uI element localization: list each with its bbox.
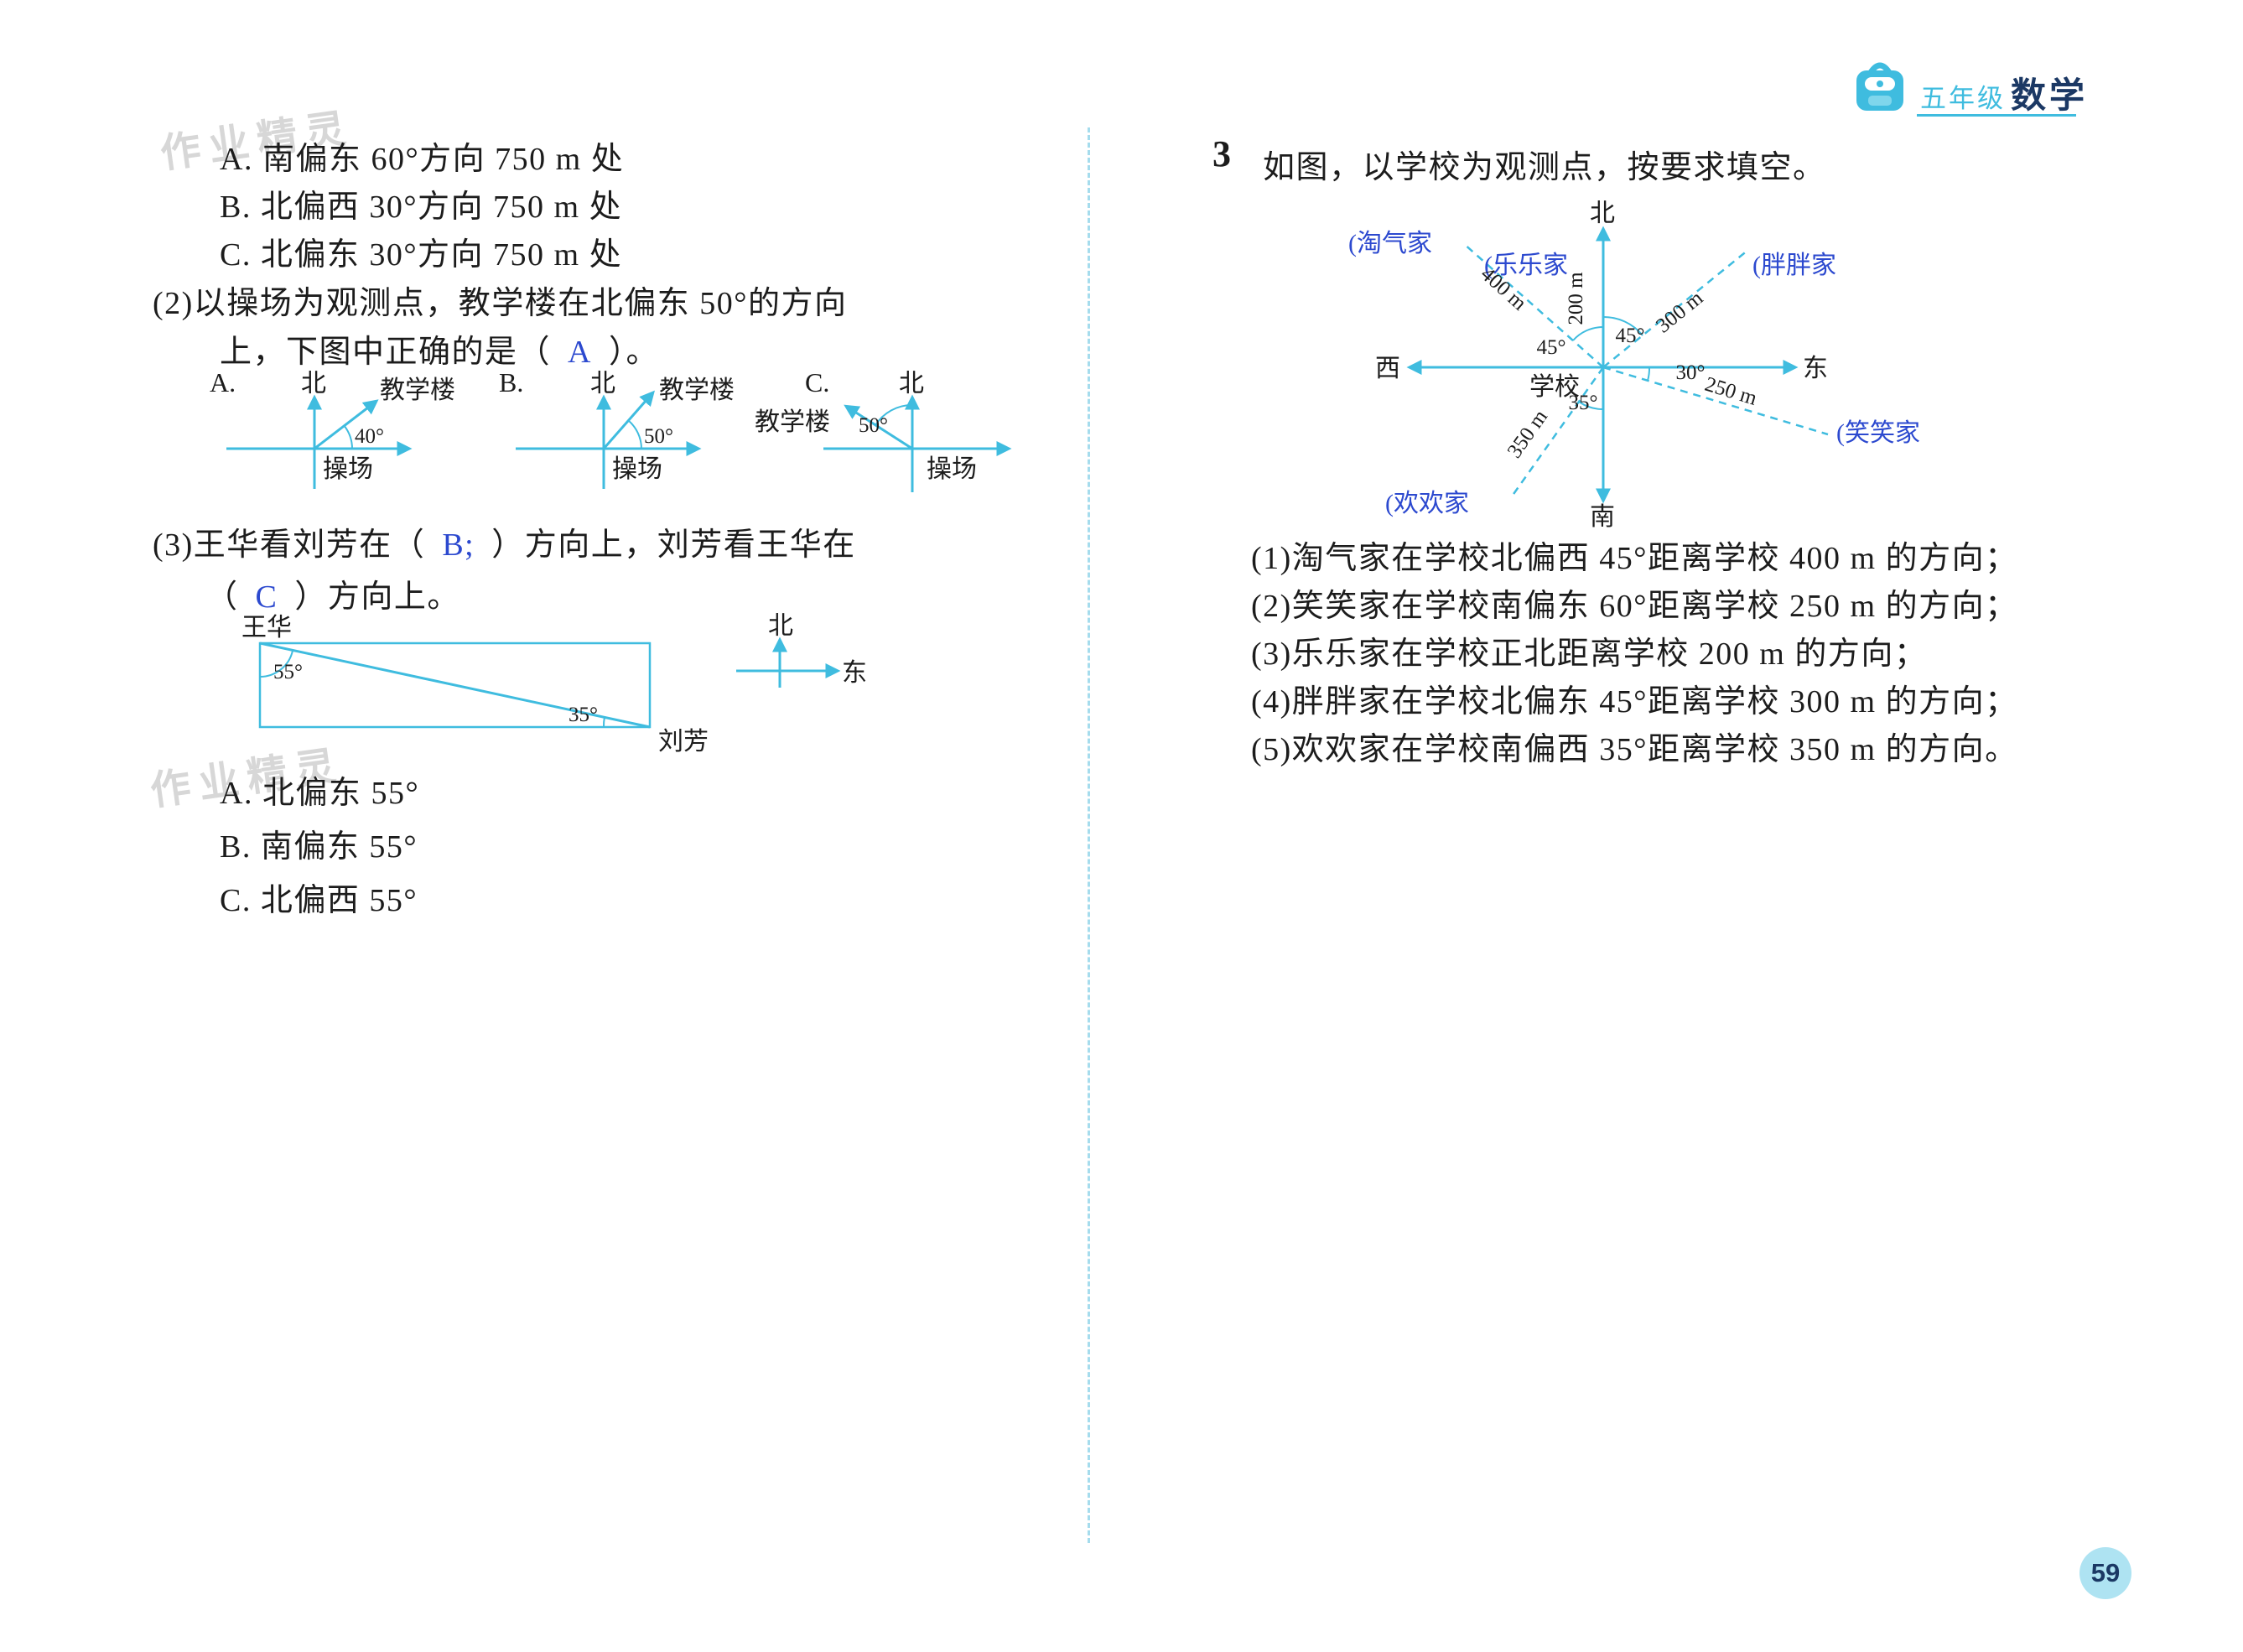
angle-se-label: 30° — [1676, 361, 1706, 384]
east-label: 东 — [842, 659, 867, 687]
north-label: 北 — [301, 370, 326, 397]
q3-diagram-lines — [258, 636, 841, 729]
east-label: 东 — [1803, 355, 1828, 382]
backpack-icon — [1856, 62, 1903, 111]
distance-ne-label: 300 m — [1652, 286, 1708, 337]
question-number: 3 — [1212, 133, 1231, 174]
south-label: 南 — [1590, 503, 1615, 531]
person-bottom-label: 刘芳 — [658, 728, 709, 756]
distance-se-label: 250 m — [1702, 373, 1760, 410]
q3-line-2-post: ）方向上。 — [294, 579, 460, 615]
ground-label: 操场 — [927, 455, 977, 483]
home-nw-label: (淘气家 — [1348, 230, 1432, 257]
header-underline — [1917, 114, 2076, 117]
answer-item-2: (2)笑笑家在学校南偏东 60°距离学校 250 m 的方向； — [1251, 589, 2018, 624]
page-number: 59 — [2090, 1558, 2121, 1587]
q2-line-2: 上，下图中正确的是（ A ）。 — [220, 325, 659, 371]
angle-top-label: 55° — [273, 661, 303, 683]
q3-answer-1: B; — [442, 527, 475, 563]
diagram-a-label: A. — [210, 367, 236, 397]
grade-label: 五年级 — [1920, 84, 2006, 113]
answer-item-1: (1)淘气家在学校北偏西 45°距离学校 400 m 的方向； — [1251, 541, 2018, 576]
angle-label: 50° — [644, 425, 673, 448]
q2-answer: A — [568, 335, 592, 370]
building-label: 教学楼 — [755, 408, 830, 436]
q2-diagram-b: B. 北 教学楼 50° 操场 — [499, 367, 735, 489]
home-n-label: (乐乐家 — [1484, 252, 1568, 279]
subject-label: 数学 — [2011, 77, 2089, 116]
angle-ne-label: 45° — [1616, 325, 1645, 347]
building-label: 教学楼 — [659, 377, 735, 404]
q3-answer-2: C — [255, 579, 278, 615]
q3-line-2-pre: （ — [205, 579, 239, 615]
q3-line-1-pre: (3)王华看刘芳在（ — [153, 527, 426, 563]
q3-option-b: B. 南偏东 55° — [220, 829, 418, 865]
diagram-b-lines — [516, 390, 702, 489]
north-label: 北 — [590, 370, 615, 397]
angle-label: 40° — [355, 425, 384, 448]
diagram-b-label: B. — [499, 367, 523, 397]
q3-line-2: （ C ）方向上。 — [205, 570, 460, 616]
diagram-c-lines — [823, 394, 1012, 492]
option-b-line: B. 北偏西 30°方向 750 m 处 — [220, 190, 623, 225]
q2-line-2-pre: 上，下图中正确的是（ — [220, 335, 552, 370]
distance-n-label: 200 m — [1565, 272, 1587, 325]
north-label: 北 — [899, 370, 924, 397]
angle-bottom-label: 35° — [569, 704, 598, 726]
ground-label: 操场 — [323, 455, 373, 483]
question-title: 如图，以学校为观测点，按要求填空。 — [1263, 150, 1826, 185]
north-label: 北 — [1590, 200, 1615, 227]
distance-sw-label: 350 m — [1503, 406, 1553, 463]
person-top-label: 王华 — [241, 614, 292, 642]
angle-nw-label: 45° — [1537, 336, 1566, 359]
answer-item-5: (5)欢欢家在学校南偏西 35°距离学校 350 m 的方向。 — [1251, 732, 2018, 767]
home-se-label: (笑笑家 — [1836, 419, 1920, 447]
home-sw-label: (欢欢家 — [1385, 490, 1469, 517]
option-c-line: C. 北偏东 30°方向 750 m 处 — [220, 237, 623, 273]
compass-diagram: 北 南 西 东 学校 (淘气家 (乐乐家 (胖胖家 (笑笑家 (欢欢家 400 … — [1348, 200, 1920, 531]
q2-line-2-post: ）。 — [608, 335, 659, 370]
option-a-line: A. 南偏东 60°方向 750 m 处 — [220, 142, 625, 177]
angle-sw-label: 35° — [1569, 392, 1598, 414]
q3-option-c: C. 北偏西 55° — [220, 883, 418, 918]
q3-line-1: (3)王华看刘芳在（ B; ）方向上，刘芳看王华在 — [153, 518, 856, 564]
diagram-a-lines — [226, 394, 413, 489]
column-divider — [1088, 127, 1090, 1543]
compass-axes — [1406, 226, 1799, 504]
north-label: 北 — [768, 612, 793, 640]
school-label: 学校 — [1529, 373, 1580, 401]
ground-label: 操场 — [612, 455, 662, 483]
q3-option-a: A. 北偏东 55° — [220, 776, 420, 811]
page-number-badge: 59 — [2079, 1547, 2131, 1599]
q2-line-1: (2)以操场为观测点，教学楼在北偏东 50°的方向 — [153, 286, 848, 321]
answer-item-4: (4)胖胖家在学校北偏东 45°距离学校 300 m 的方向； — [1251, 684, 2018, 720]
building-label: 教学楼 — [380, 377, 455, 404]
compass-angle-arcs — [1572, 315, 1651, 411]
home-ne-label: (胖胖家 — [1752, 252, 1836, 279]
diagram-c-label: C. — [805, 367, 829, 397]
west-label: 西 — [1375, 355, 1400, 382]
q2-diagram-a: A. 北 教学楼 40° 操场 — [210, 367, 455, 489]
q2-diagram-c: C. 北 教学楼 50° 操场 — [755, 367, 1012, 492]
compass-bearing-lines — [1462, 242, 1829, 497]
q3-line-1-post: ）方向上，刘芳看王华在 — [491, 527, 856, 563]
q3-diagram: 王华 55° 35° 刘芳 北 东 — [241, 612, 867, 756]
angle-label: 50° — [859, 414, 888, 437]
answer-item-3: (3)乐乐家在学校正北距离学校 200 m 的方向； — [1251, 636, 1928, 672]
